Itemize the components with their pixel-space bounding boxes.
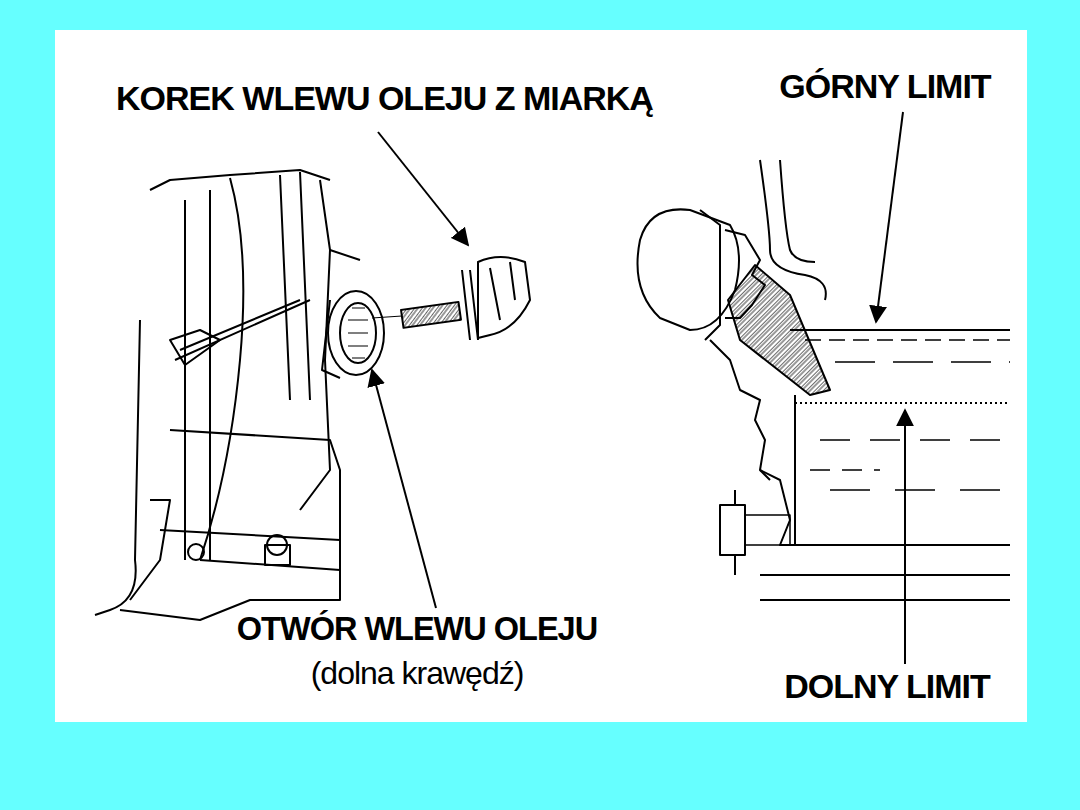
- part-note: (dolna krawędź): [286, 656, 548, 691]
- part-label: OTWÓR WLEWU OLEJU: [236, 612, 598, 648]
- level-label: DOLNY LIMIT: [772, 668, 1002, 705]
- level-label: GÓRNY LIMIT: [770, 68, 1000, 105]
- part-label: KOREK WLEWU OLEJU Z MIARKĄ: [112, 80, 657, 117]
